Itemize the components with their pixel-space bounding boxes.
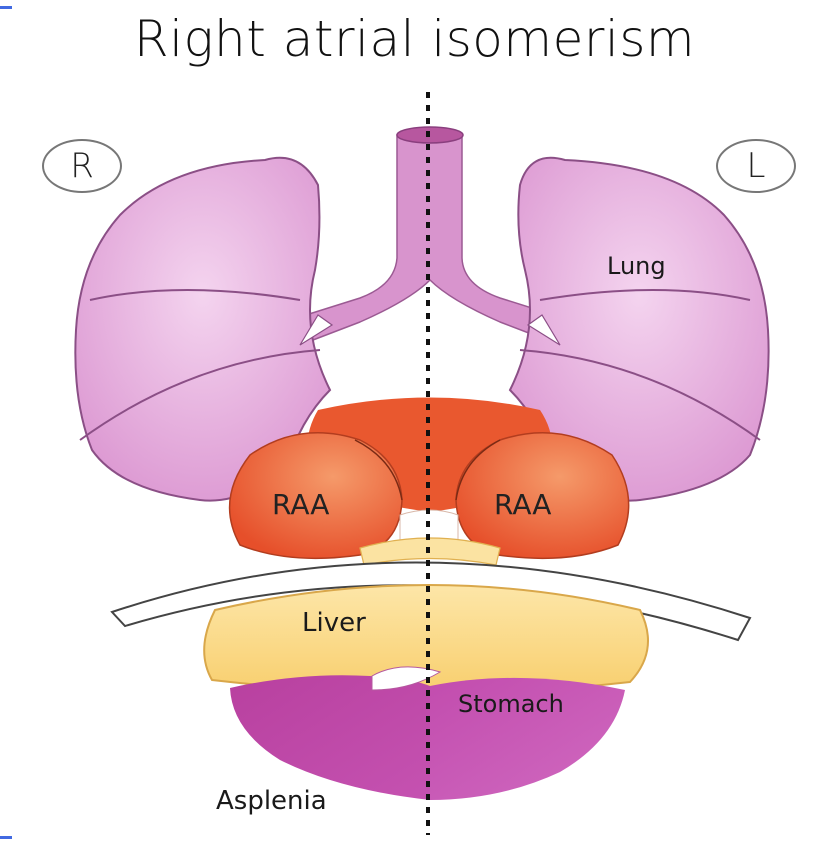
side-marker-right: R [42, 139, 122, 193]
diagram-title: Right atrial isomerism [0, 10, 829, 68]
raa-label-right-side: RAA [272, 488, 329, 521]
stomach-label: Stomach [458, 690, 564, 718]
lung-label: Lung [607, 252, 666, 280]
liver-label: Liver [302, 608, 366, 638]
asplenia-label: Asplenia [216, 786, 327, 816]
raa-label-left-side: RAA [494, 488, 551, 521]
side-marker-left: L [716, 139, 796, 193]
